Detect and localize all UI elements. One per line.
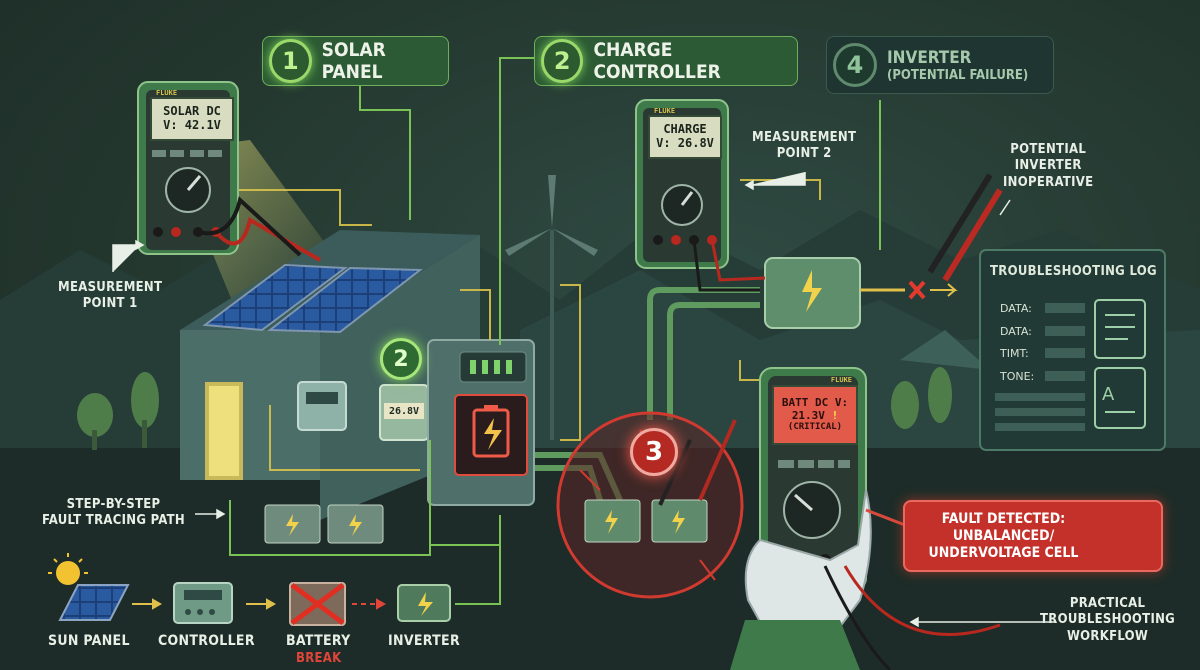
log-row: DATA: bbox=[1000, 302, 1032, 315]
flow-controller-label: CONTROLLER bbox=[158, 633, 255, 649]
meter-line-1: BATT DC V: bbox=[781, 396, 849, 410]
log-row: TONE: bbox=[1000, 370, 1035, 383]
flow-inverter-label: INVERTER bbox=[388, 633, 460, 649]
warning-icon: ! bbox=[831, 408, 839, 422]
step-label: INVERTER bbox=[887, 47, 972, 68]
workflow-label: PRACTICAL TROUBLESHOOTING WORKFLOW bbox=[1040, 596, 1176, 644]
flow-battery-label: BATTERY bbox=[286, 633, 351, 649]
fault-detected-box: FAULT DETECTED: UNBALANCED/ UNDERVOLTAGE… bbox=[903, 500, 1163, 572]
step-label: CHARGE CONTROLLER bbox=[593, 39, 721, 83]
step-sublabel: (POTENTIAL FAILURE) bbox=[887, 67, 1029, 83]
meter-line-2: V: 26.8V bbox=[656, 136, 714, 150]
fault-path-label: STEP-BY-STEP FAULT TRACING PATH bbox=[42, 497, 186, 529]
step-4-inverter-header: 4 INVERTER (POTENTIAL FAILURE) bbox=[826, 36, 1054, 94]
log-row: DATA: bbox=[1000, 325, 1032, 338]
step-number: 2 bbox=[541, 39, 584, 83]
fault-text: FAULT DETECTED: UNBALANCED/ UNDERVOLTAGE… bbox=[928, 511, 1079, 561]
log-row: TIMT: bbox=[1000, 347, 1029, 360]
solar-meter-display: FLUKE SOLAR DC V: 42.1V bbox=[150, 89, 234, 141]
meter-line-1: CHARGE bbox=[663, 122, 707, 137]
step-number: 4 bbox=[833, 43, 877, 87]
meter-line-2: V: 42.1V bbox=[163, 118, 221, 132]
flow-battery-break-label: BREAK bbox=[296, 651, 342, 666]
step-2-charge-controller-header: 2 CHARGE CONTROLLER bbox=[534, 36, 798, 86]
measurement-point-2-label: MEASUREMENT POINT 2 bbox=[752, 130, 857, 162]
measurement-point-1-label: MEASUREMENT POINT 1 bbox=[58, 280, 163, 312]
flow-sun-panel-label: SUN PANEL bbox=[48, 633, 130, 649]
meter-brand: FLUKE bbox=[654, 107, 676, 115]
log-title: TROUBLESHOOTING LOG bbox=[990, 264, 1157, 279]
meter-brand: FLUKE bbox=[830, 376, 852, 384]
battery-step-badge: 3 bbox=[630, 428, 678, 476]
step-number: 1 bbox=[269, 39, 312, 83]
controller-voltage-display: 26.8V bbox=[384, 403, 424, 419]
meter-line-1: SOLAR DC bbox=[163, 104, 221, 119]
charge-meter-display: FLUKE CHARGE V: 26.8V bbox=[648, 107, 722, 159]
battery-meter-display: FLUKE BATT DC V: 21.3V ! (CRITICAL) bbox=[772, 376, 858, 445]
step-label: SOLAR PANEL bbox=[321, 39, 386, 83]
controller-step-badge: 2 bbox=[380, 338, 422, 380]
meter-brand: FLUKE bbox=[156, 89, 178, 97]
svg-text:A: A bbox=[1102, 384, 1115, 405]
meter-line-3: (CRITICAL) bbox=[787, 422, 843, 433]
meter-line-2: 21.3V bbox=[791, 408, 825, 422]
step-1-solar-panel-header: 1 SOLAR PANEL bbox=[262, 36, 449, 86]
potential-inverter-label: POTENTIAL INVERTER INOPERATIVE bbox=[1003, 142, 1094, 190]
